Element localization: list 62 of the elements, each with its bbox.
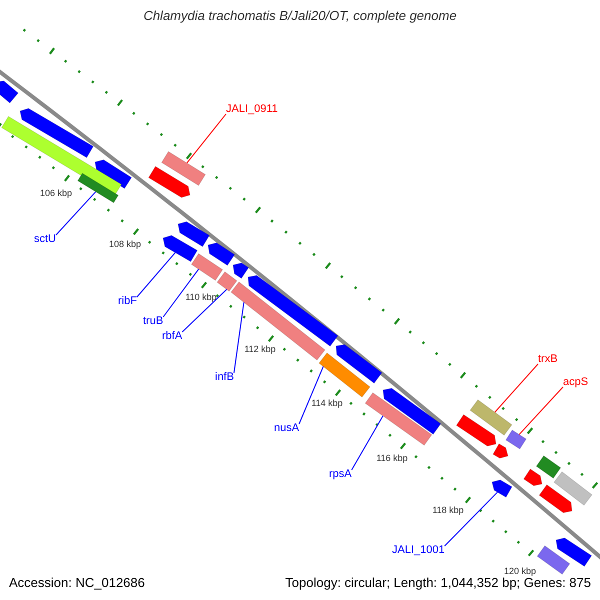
leader-line bbox=[56, 191, 96, 236]
scale-label: 116 kbp bbox=[376, 453, 408, 463]
gene-bar bbox=[470, 399, 512, 436]
gene-segment bbox=[538, 484, 572, 514]
gene-bar bbox=[554, 471, 592, 506]
scale-label: 120 kbp bbox=[504, 566, 536, 576]
gene-segment bbox=[248, 275, 338, 347]
leader-line bbox=[162, 268, 200, 318]
gene-bar bbox=[190, 253, 224, 281]
gene-segment bbox=[492, 480, 512, 498]
gene-label: rbfA bbox=[162, 330, 182, 343]
accession-number: Accession: NC_012686 bbox=[9, 575, 145, 590]
gene-segment bbox=[556, 538, 592, 567]
gene-label: acpS bbox=[563, 376, 588, 389]
leader-line bbox=[444, 492, 498, 546]
gene-segment bbox=[20, 108, 94, 158]
gene-bar bbox=[536, 545, 570, 575]
scale-label: 108 kbp bbox=[108, 239, 142, 249]
gene-bar bbox=[1, 116, 122, 196]
gene-label: JALI_1001 bbox=[392, 544, 445, 557]
gene-bar bbox=[216, 271, 238, 292]
leader-line bbox=[233, 302, 244, 374]
scale-label: 112 kbp bbox=[244, 344, 276, 354]
gene-label: rpsA bbox=[329, 468, 352, 481]
gene-segment bbox=[232, 262, 250, 279]
gene-bar bbox=[536, 455, 562, 479]
gene-segment bbox=[178, 221, 210, 248]
leader-line bbox=[186, 114, 226, 164]
leader-line bbox=[351, 415, 384, 470]
leader-line bbox=[182, 288, 228, 332]
gene-label: sctU bbox=[34, 233, 56, 246]
gene-label: trxB bbox=[538, 353, 558, 366]
gene-bar bbox=[318, 352, 370, 398]
leader-line bbox=[136, 252, 176, 298]
leader-line bbox=[298, 366, 324, 424]
gene-bar bbox=[230, 281, 326, 361]
gene-segment bbox=[382, 388, 442, 435]
gene-segment bbox=[148, 166, 190, 198]
gene-label: JALI_0911 bbox=[226, 103, 278, 116]
leader-line bbox=[494, 364, 538, 413]
gene-segment bbox=[492, 443, 508, 459]
gene-segment bbox=[162, 235, 198, 262]
gene-segment bbox=[208, 242, 236, 266]
gene-label: infB bbox=[215, 371, 234, 384]
gene-segment bbox=[523, 468, 542, 486]
gene-bar bbox=[505, 430, 527, 450]
gene-segment bbox=[336, 344, 382, 384]
scale-label: 110 kbp bbox=[185, 292, 217, 302]
genome-stats: Topology: circular; Length: 1,044,352 bp; Genes: 875 bbox=[285, 575, 591, 590]
gene-bar bbox=[77, 172, 119, 204]
gene-segment bbox=[0, 80, 19, 104]
gene-label: ribF bbox=[118, 295, 137, 308]
map-title: Chlamydia trachomatis B/Jali20/OT, complete genome bbox=[143, 8, 457, 24]
scale-label: 114 kbp bbox=[311, 398, 343, 408]
scale-label: 118 kbp bbox=[432, 505, 464, 515]
gene-segment bbox=[456, 414, 496, 446]
scale-label: 106 kbp bbox=[40, 188, 72, 198]
gene-bar bbox=[364, 392, 432, 446]
gene-label: nusA bbox=[274, 422, 300, 435]
leader-line bbox=[518, 386, 564, 435]
gene-label: truB bbox=[143, 315, 164, 328]
gene-bar bbox=[161, 151, 206, 186]
